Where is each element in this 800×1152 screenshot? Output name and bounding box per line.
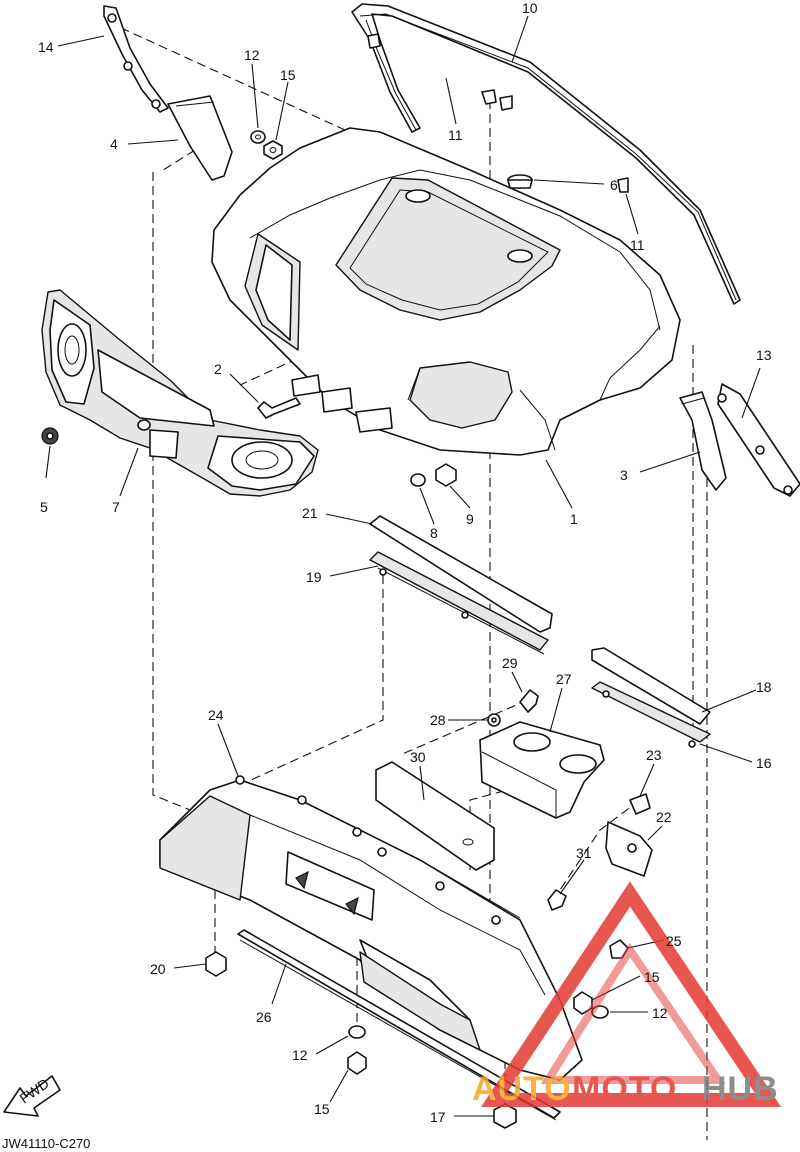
callout-21: 21 [302, 505, 318, 521]
pad [375, 761, 495, 871]
fwd-arrow-icon: FWD [3, 1075, 61, 1117]
watermark-hub: HUB [702, 1070, 779, 1108]
callout-24: 24 [208, 707, 224, 723]
callout-2: 2 [214, 361, 222, 377]
callout-11b: 11 [630, 237, 645, 253]
callout-9: 9 [466, 511, 474, 527]
right-brackets [679, 383, 800, 497]
lower-panel [159, 775, 583, 1081]
callout-19: 19 [306, 569, 322, 585]
callout-14: 14 [38, 39, 54, 55]
callout-7: 7 [112, 499, 120, 515]
callout-29: 29 [502, 655, 518, 671]
small-hardware-upper [41, 397, 457, 487]
callout-20: 20 [150, 961, 166, 977]
watermark-triangle-outer [480, 881, 782, 1107]
watermark-moto: MOTO [572, 1070, 677, 1108]
callout-30: 30 [410, 749, 426, 765]
callout-28: 28 [430, 712, 446, 728]
callout-1: 1 [570, 511, 578, 527]
bottom-hardware [205, 939, 629, 1129]
callout-15c: 15 [644, 969, 660, 985]
callout-6: 6 [610, 177, 618, 193]
callout-22: 22 [656, 809, 672, 825]
callout-12c: 12 [652, 1005, 668, 1021]
leader-lines [45, 15, 761, 1117]
diagram-code: JW41110-C270 [2, 1136, 90, 1151]
left-brackets [103, 5, 233, 181]
headlight-frame [41, 289, 319, 497]
automotohub-watermark: AUTO MOTO HUB [472, 881, 782, 1108]
upper-trim-strip [369, 515, 553, 655]
top-fasteners [250, 130, 283, 160]
callout-5: 5 [40, 499, 48, 515]
callout-17: 17 [430, 1109, 446, 1125]
callout-8: 8 [430, 525, 438, 541]
callout-25: 25 [666, 933, 682, 949]
watermark-triangle-inner [540, 942, 726, 1084]
front-cowl [211, 127, 681, 456]
callout-10: 10 [522, 0, 538, 16]
callout-12a: 12 [244, 47, 260, 63]
watermark-auto: AUTO [472, 1070, 572, 1108]
clips-and-plug [367, 33, 629, 193]
callout-15b: 15 [314, 1101, 330, 1117]
callout-16: 16 [756, 755, 772, 771]
callout-4: 4 [110, 136, 118, 152]
cup-holder [479, 689, 605, 819]
callout-numbers: 10 14 12 15 4 11 6 11 13 3 2 5 7 8 9 1 2… [38, 0, 772, 1125]
callout-3: 3 [620, 467, 628, 483]
callout-26: 26 [256, 1009, 272, 1025]
right-trim-strip [591, 647, 711, 748]
lower-right-hardware [547, 793, 653, 911]
callout-11a: 11 [448, 127, 463, 143]
callout-12b: 12 [292, 1047, 308, 1063]
callout-31: 31 [576, 845, 592, 861]
callout-18: 18 [756, 679, 772, 695]
callout-23: 23 [646, 747, 662, 763]
callout-27: 27 [556, 671, 572, 687]
callout-15a: 15 [280, 67, 296, 83]
callout-13: 13 [756, 347, 772, 363]
